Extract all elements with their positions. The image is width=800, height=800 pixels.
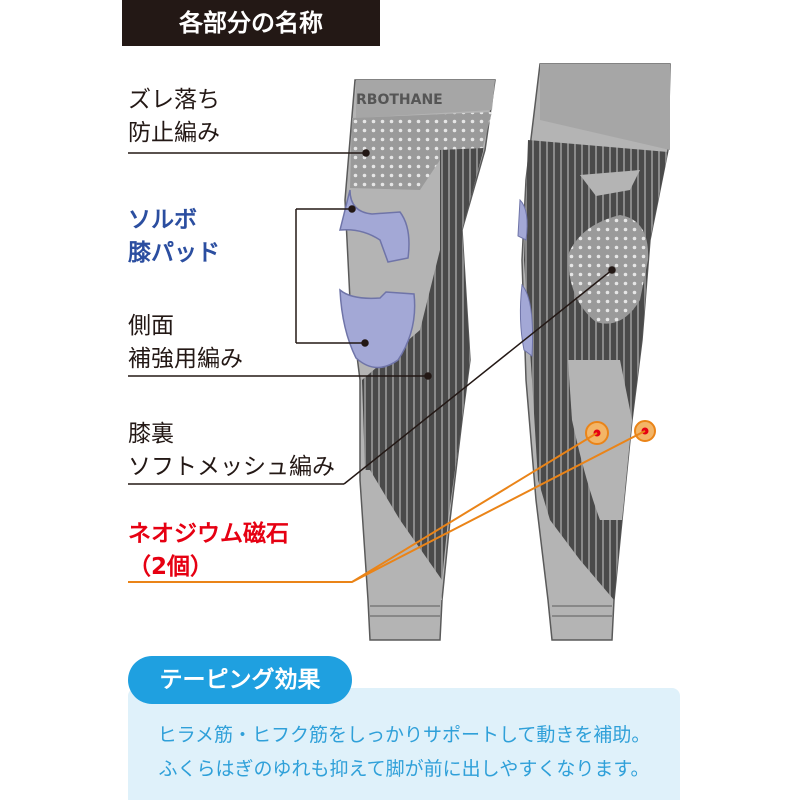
description-line: ヒラメ筋・ヒフク筋をしっかりサポートして動きを補助。 <box>157 724 651 746</box>
label-slip-prevention: ズレ落ち 防止編み <box>128 84 220 150</box>
label-magnet: ネオジウム磁石 （2個） <box>128 518 289 584</box>
description-line: ふくらはぎのゆれも抑えて脚が前に出しやすくなります。 <box>158 758 650 780</box>
taping-effect-description: ヒラメ筋・ヒフク筋をしっかりサポートして動きを補助。 ふくらはぎのゆれも抑えて脚… <box>128 718 680 786</box>
magnet-markers <box>128 420 656 583</box>
slip-prevention-knit <box>350 112 492 190</box>
taping-effect-heading: テーピング効果 <box>128 656 352 704</box>
label-knee-pad: ソルボ 膝パッド <box>128 204 220 270</box>
label-line: 補強用編み <box>128 346 243 372</box>
label-line: ネオジウム磁石 <box>128 521 289 547</box>
knee-back-mesh-rear <box>568 215 649 324</box>
label-line: 膝パッド <box>128 240 220 266</box>
side-reinforce-knit <box>362 148 484 580</box>
leader-lines <box>128 149 616 485</box>
back-sleeve <box>517 63 671 641</box>
knee-back-mesh <box>362 375 460 470</box>
label-line: （2個） <box>128 554 214 580</box>
knee-pad-upper <box>339 189 410 263</box>
label-line: 防止編み <box>128 120 220 146</box>
label-line: 側面 <box>128 313 174 339</box>
taping-effect-panel <box>128 688 680 800</box>
front-sleeve: RBOTHANE <box>339 79 496 641</box>
section-title: 各部分の名称 <box>122 0 380 46</box>
brand-text: RBOTHANE <box>356 92 443 108</box>
label-line: ソフトメッシュ編み <box>128 454 335 480</box>
label-knee-back: 膝裏 ソフトメッシュ編み <box>128 418 335 484</box>
knee-pad-lower <box>339 288 416 369</box>
label-line: ソルボ <box>128 207 197 233</box>
label-side-reinforce: 側面 補強用編み <box>128 310 243 376</box>
label-line: ズレ落ち <box>128 87 220 113</box>
label-line: 膝裏 <box>128 421 174 447</box>
